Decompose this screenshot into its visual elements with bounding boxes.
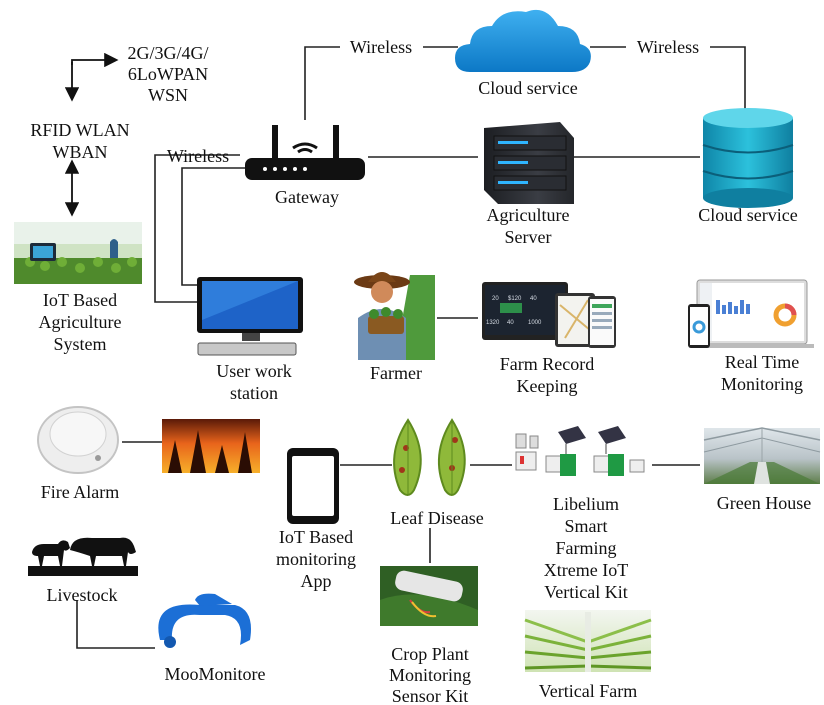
moomonitore-label: MooMonitore — [165, 664, 266, 684]
dash-value-1: 20 — [492, 296, 499, 302]
smoke-detector-icon — [37, 406, 119, 474]
dash-value-3: 1320 — [486, 320, 500, 326]
greenhouse-label: Green House — [717, 493, 811, 513]
farm-record-label-line1: Farm Record — [500, 354, 594, 374]
monitoring-laptop-icon — [688, 279, 814, 348]
crop-sensor-label-line1: Crop Plant — [391, 644, 469, 664]
libelium-label-line1: Libelium — [553, 494, 619, 514]
cloud-service-label: Cloud service — [478, 78, 577, 98]
router-icon — [245, 125, 365, 180]
greenhouse-photo — [703, 427, 821, 484]
sensor-kit-photo — [380, 566, 478, 626]
network-label-line3: WSN — [148, 85, 188, 105]
app-label-line3: App — [301, 571, 332, 591]
database-icon — [702, 108, 794, 208]
vertical-farm-photo — [524, 610, 652, 672]
greenhouse-tablet-photo — [14, 222, 142, 284]
iot-system-label-line2: Agriculture — [39, 312, 122, 332]
cloud-icon — [455, 9, 591, 72]
workstation-label-line1: User work — [216, 361, 291, 381]
crop-sensor-label-line3: Sensor Kit — [392, 686, 469, 705]
realtime-label-line2: Monitoring — [721, 374, 803, 394]
dash-value-0: $120 — [508, 296, 522, 302]
connectors — [64, 46, 746, 649]
gateway-cloud-link — [304, 46, 340, 120]
net-arrow-right — [71, 52, 119, 68]
rfid-label-line1: RFID WLAN — [30, 120, 129, 140]
gateway-workstation-link — [154, 154, 240, 303]
network-label-line1: 2G/3G/4G/ — [128, 43, 209, 63]
realtime-label-line1: Real Time — [725, 352, 800, 372]
wireless-label-right: Wireless — [637, 37, 699, 57]
rfid-label-line2: WBAN — [53, 142, 108, 162]
vertical-farm-label: Vertical Farm — [539, 681, 637, 701]
wireless-label-workstation: Wireless — [167, 146, 229, 166]
workstation-label-line2: station — [230, 383, 278, 403]
farm-record-label-line2: Keeping — [517, 376, 578, 396]
cloud-db-link-2 — [710, 46, 746, 110]
farmer-label: Farmer — [370, 363, 422, 383]
crop-sensor-label-line2: Monitoring — [389, 665, 471, 685]
gateway-label: Gateway — [275, 187, 339, 207]
livestock-label: Livestock — [47, 585, 118, 605]
dash-value-2: 40 — [530, 296, 537, 302]
gateway-workstation-link-2 — [181, 167, 245, 286]
collar-strap-icon — [158, 593, 251, 648]
app-label-line1: IoT Based — [279, 527, 353, 547]
iot-system-label-line3: System — [53, 334, 106, 354]
server-icon — [484, 122, 574, 204]
leaf-icon — [393, 418, 466, 496]
fire-alarm-label: Fire Alarm — [41, 482, 120, 502]
libelium-label-line2: Smart — [565, 516, 608, 536]
farm-record-devices: 20 $120 40 1320 40 1000 — [482, 282, 616, 348]
server-label-line2: Server — [505, 227, 552, 247]
iot-system-label-line1: IoT Based — [43, 290, 117, 310]
livestock-icon — [28, 528, 138, 576]
libelium-label-line3: Farming — [556, 538, 617, 558]
app-label-line2: monitoring — [276, 549, 356, 569]
smartphone-icon — [287, 448, 339, 524]
cloud-service-db-label: Cloud service — [698, 205, 797, 225]
dash-value-5: 1000 — [528, 320, 542, 326]
livestock-moo-link — [76, 600, 155, 649]
dash-value-4: 40 — [507, 320, 514, 326]
libelium-label-line5: Vertical Kit — [544, 582, 627, 602]
computer-icon — [197, 277, 303, 356]
leaf-disease-label: Leaf Disease — [390, 508, 483, 528]
wireless-label-left: Wireless — [350, 37, 412, 57]
libelium-kit-photo — [515, 426, 645, 476]
wildfire-photo — [162, 419, 260, 473]
farmer-icon — [354, 272, 435, 360]
libelium-label-line4: Xtreme IoT — [544, 560, 628, 580]
server-label-line1: Agriculture — [487, 205, 570, 225]
network-label-line2: 6LoWPAN — [128, 64, 208, 84]
